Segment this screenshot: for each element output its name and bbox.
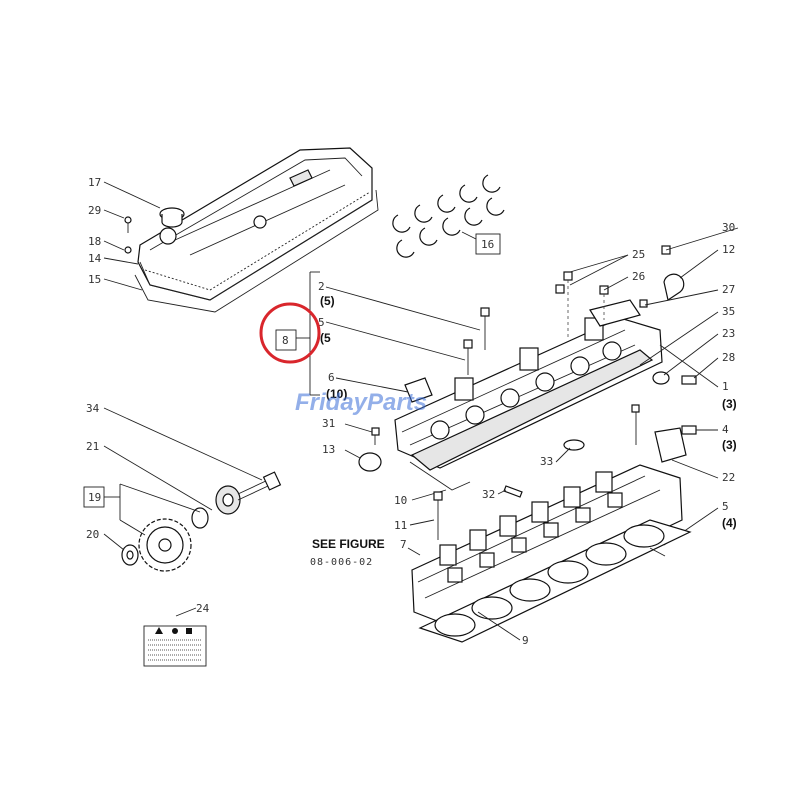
- callout-15: 15: [88, 273, 101, 286]
- callout-8: 8: [282, 334, 289, 347]
- callout-20: 20: [86, 528, 99, 541]
- qty-2: (5): [320, 294, 335, 308]
- callout-34: 34: [86, 402, 100, 415]
- qty-6: (10): [326, 387, 347, 401]
- small-bolts-left: [124, 216, 132, 254]
- callout-33: 33: [540, 455, 553, 468]
- callout-21: 21: [86, 440, 99, 453]
- callout-2: 2: [318, 280, 325, 293]
- highlight-circle: [259, 302, 321, 364]
- timing-gear: [138, 518, 192, 572]
- callout-31: 31: [322, 417, 335, 430]
- gear-washer: [121, 544, 139, 566]
- callout-29: 29: [88, 204, 101, 217]
- qty-5: (5: [320, 331, 331, 345]
- callout-24: 24: [196, 602, 210, 615]
- callout-6: 6: [328, 371, 335, 384]
- gear-hub: [191, 485, 241, 529]
- callout-19: 19: [88, 491, 101, 504]
- watermark: FridayParts: [295, 389, 427, 416]
- callout-25: 25: [632, 248, 645, 261]
- callout-7: 7: [400, 538, 407, 551]
- warning-label: 24: [143, 602, 210, 667]
- head-gasket: [418, 519, 692, 643]
- qty-4: (3): [722, 438, 737, 452]
- callout-box-8: [275, 329, 297, 351]
- callout-22: 22: [722, 471, 735, 484]
- carrier-gasket: [409, 461, 471, 491]
- callout-26: 26: [632, 270, 645, 283]
- oil-filler-cap: [159, 207, 185, 228]
- callout-17: 17: [88, 176, 101, 189]
- callout-5-top: 5: [318, 316, 325, 329]
- callout-12: 12: [722, 243, 735, 256]
- callout-13: 13: [322, 443, 335, 456]
- callout-box-16: [475, 233, 501, 255]
- gear-bolt: [237, 471, 282, 501]
- bracket: [404, 377, 433, 403]
- callout-16: 16: [481, 238, 494, 251]
- head-bolts: [433, 439, 666, 557]
- callout-9: 9: [522, 634, 529, 647]
- callout-10: 10: [394, 494, 407, 507]
- callout-35: 35: [722, 305, 735, 318]
- callout-5: 5: [722, 500, 729, 513]
- cylinder-head: [411, 464, 683, 629]
- gasket-cover: [134, 189, 379, 313]
- camshaft-carrier: [394, 299, 663, 471]
- callout-11: 11: [394, 519, 407, 532]
- callout-1: 1: [722, 380, 729, 393]
- callout-23: 23: [722, 327, 735, 340]
- callout-27: 27: [722, 283, 735, 296]
- callout-14: 14: [88, 252, 102, 265]
- callout-28: 28: [722, 351, 735, 364]
- callout-32: 32: [482, 488, 495, 501]
- qty-5b: (4): [722, 516, 737, 530]
- see-figure-ref: 08-006-02: [310, 557, 373, 568]
- callout-4: 4: [722, 423, 729, 436]
- callout-30: 30: [722, 221, 735, 234]
- valve-cover: [137, 147, 373, 301]
- callout-18: 18: [88, 235, 101, 248]
- bearing-shells: [392, 174, 505, 258]
- see-figure-label: SEE FIGURE: [312, 537, 385, 551]
- qty-1: (3): [722, 397, 737, 411]
